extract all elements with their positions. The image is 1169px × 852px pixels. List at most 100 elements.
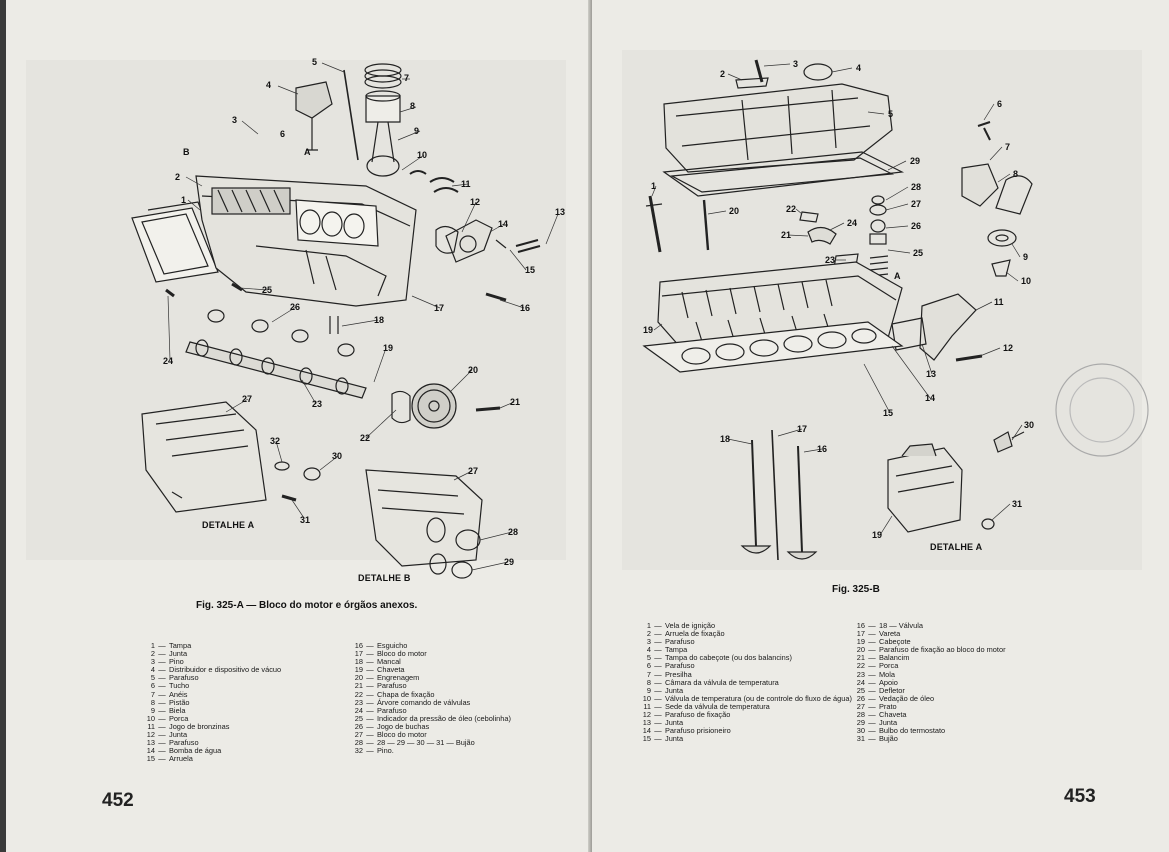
legend-dash: — — [158, 657, 166, 667]
legend-item: 19—Chaveta — [352, 666, 566, 674]
legend-dash: — — [868, 661, 876, 671]
legend-text: Bujão — [879, 734, 898, 744]
legend-number: 14 — [146, 746, 155, 756]
legend-text: Presilha — [665, 669, 692, 679]
legend-dash: — — [868, 645, 876, 655]
callout-12: 12 — [470, 197, 481, 207]
legend-number: 8 — [646, 677, 651, 687]
callout-9: 9 — [1023, 252, 1029, 262]
legend-text: Parafuso de fixação ao bloco do motor — [879, 645, 1006, 655]
callout-27: 27 — [242, 394, 253, 404]
legend-number: 1 — [646, 621, 651, 630]
legend-item: 24—Parafuso — [352, 705, 566, 715]
legend-item: 9—Biela — [144, 705, 281, 715]
legend-item: 6—Parafuso — [640, 662, 846, 670]
legend-dash: — — [366, 738, 374, 748]
legend-item: 3—Parafuso — [640, 638, 846, 646]
legend-text: Vedação de óleo — [879, 693, 935, 703]
legend-number: 20 — [354, 673, 363, 683]
legend-item: 6—Tucho — [144, 682, 281, 690]
legend-text: Cabeçote — [879, 637, 911, 647]
legend-dash: — — [158, 705, 166, 715]
legend-text: Junta — [665, 685, 684, 695]
callout-20: 20 — [468, 365, 479, 375]
legend-text: 18 — Válvula — [879, 621, 923, 630]
legend-item: 12—Parafuso de fixação — [640, 710, 846, 720]
callout-10: 10 — [417, 150, 428, 160]
callout-16: 16 — [817, 444, 828, 454]
legend-dash: — — [158, 697, 166, 707]
legend-number: 10 — [642, 693, 651, 703]
legend-number: 28 — [856, 710, 865, 720]
legend-number: 7 — [646, 669, 651, 679]
legend-dash: — — [868, 629, 876, 639]
callout-21: 21 — [510, 397, 521, 407]
legend-dash: — — [366, 665, 374, 675]
legend-text: Mancal — [377, 657, 401, 667]
legend-number: 21 — [354, 681, 363, 691]
legend-item: 21—Parafuso — [352, 682, 566, 690]
legend-item: 8—Pistão — [144, 697, 281, 707]
legend-text: Porca — [169, 713, 189, 723]
callout-17: 17 — [434, 303, 445, 313]
legend-dash: — — [158, 665, 166, 675]
legend-number: 17 — [856, 629, 865, 639]
legend-text: Engrenagem — [377, 673, 420, 683]
callout-8: 8 — [1013, 169, 1019, 179]
callout-28: 28 — [911, 182, 922, 192]
legend-text: Vareta — [879, 629, 901, 639]
legend-number: 27 — [354, 730, 363, 740]
legend-dash: — — [654, 637, 662, 647]
legend-item: 20—Parafuso de fixação ao bloco do motor — [854, 646, 1064, 654]
legend-item: 31—Bujão — [854, 735, 1064, 743]
callout-2: 2 — [720, 69, 726, 79]
callout-5: 5 — [888, 109, 894, 119]
legend-number: 25 — [354, 713, 363, 723]
legend-dash: — — [158, 730, 166, 740]
callout-14: 14 — [498, 219, 509, 229]
legend-item: 15—Arruela — [144, 755, 281, 763]
callout-4: 4 — [266, 80, 272, 90]
legend-dash: — — [654, 645, 662, 655]
legend-number: 22 — [354, 689, 363, 699]
legend-text: Sede da válvula de temperatura — [665, 701, 770, 711]
callout-19: 19 — [643, 325, 654, 335]
legend-dash: — — [158, 689, 166, 699]
legend-number: 15 — [642, 734, 651, 744]
legend-dash: — — [654, 669, 662, 679]
legend-number: 12 — [146, 730, 155, 740]
legend-text: Parafuso — [665, 661, 695, 671]
legend-dash: — — [654, 734, 662, 744]
legend-number: 2 — [646, 629, 651, 639]
legend-number: 17 — [354, 649, 363, 659]
legend-text: Biela — [169, 705, 186, 715]
detail-b-label: DETALHE B — [358, 573, 411, 583]
callout-23: 23 — [825, 255, 836, 265]
legend-number: 25 — [856, 685, 865, 695]
legend-text: Bomba de água — [169, 746, 222, 756]
callout-9: 9 — [414, 126, 420, 136]
legend-number: 2 — [150, 649, 155, 659]
legend-dash: — — [654, 629, 662, 639]
legend-item: 1—Tampa — [144, 641, 281, 650]
legend-number: 12 — [642, 710, 651, 720]
legend-item: 5—Tampa do cabeçote (ou dos balancins) — [640, 654, 846, 662]
callout-17: 17 — [797, 424, 808, 434]
legend-dash: — — [868, 734, 876, 744]
legend-text: Anéis — [169, 689, 188, 699]
legend-item: 1—Vela de ignição — [640, 621, 846, 630]
legend-dash: — — [654, 726, 662, 736]
callout-26: 26 — [290, 302, 301, 312]
legend-text: Parafuso — [377, 705, 407, 715]
callout-24: 24 — [847, 218, 858, 228]
legend-number: 32 — [354, 746, 363, 756]
legend-dash: — — [654, 677, 662, 687]
legend-number: 7 — [150, 689, 155, 699]
legend-dash: — — [366, 681, 374, 691]
callout-26: 26 — [911, 221, 922, 231]
legend-item: 9—Junta — [640, 685, 846, 695]
callout-13: 13 — [555, 207, 566, 217]
legend-number: 21 — [856, 653, 865, 663]
legend-item: 18—Mancal — [352, 658, 566, 666]
legend-dash: — — [366, 689, 374, 699]
